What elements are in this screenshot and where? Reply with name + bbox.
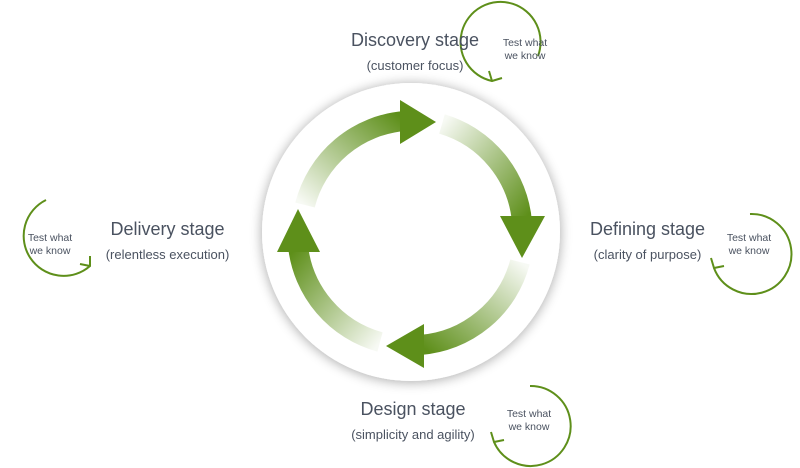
- loop-arrow-icon: [710, 212, 793, 295]
- loop-circle-defining: [713, 212, 793, 295]
- discovery-stage-label: Discovery stage (customer focus): [330, 29, 500, 75]
- loop-circle-delivery: [22, 199, 91, 277]
- defining-stage-subtitle: (clarity of purpose): [593, 247, 702, 262]
- cycle-arrows-icon: [277, 100, 545, 368]
- delivery-loop-label: Test what we know: [15, 232, 85, 258]
- cycle-arrowhead-top: [400, 100, 436, 144]
- defining-stage-title: Defining stage: [589, 219, 706, 239]
- loop-circle-discovery: [459, 0, 542, 82]
- discovery-stage-subtitle: (customer focus): [366, 58, 464, 73]
- loop-arrowhead-design: [490, 431, 505, 443]
- design-stage-title: Design stage: [360, 399, 466, 419]
- cycle-arrowhead-left: [277, 209, 320, 252]
- design-loop-line1: Test what: [506, 408, 552, 420]
- cycle-arc-right: [438, 114, 532, 224]
- design-stage-subtitle: (simplicity and agility): [351, 427, 475, 442]
- defining-stage-label: Defining stage (clarity of purpose): [580, 218, 715, 264]
- cycle-arrowhead-bottom: [386, 324, 424, 368]
- delivery-stage-title: Delivery stage: [110, 219, 225, 239]
- loop-arrow-icon: [490, 384, 572, 467]
- cycle-arc-top: [295, 111, 407, 208]
- cycle-arc-left: [288, 244, 383, 352]
- loop-arrow-icon: [22, 199, 91, 277]
- cycle-arc-bottom: [419, 259, 530, 355]
- loop-arrowhead-delivery: [79, 256, 91, 267]
- delivery-stage-subtitle: (relentless execution): [105, 247, 230, 262]
- design-loop-line2: we know: [508, 421, 550, 433]
- loop-arrowhead-discovery: [488, 70, 503, 82]
- defining-loop-line2: we know: [728, 245, 770, 257]
- cycle-arrowhead-right: [500, 216, 545, 258]
- design-loop-label: Test what we know: [494, 408, 564, 434]
- loop-circle-design: [493, 384, 572, 467]
- discovery-loop-line2: we know: [504, 50, 546, 62]
- discovery-loop-line1: Test what: [502, 37, 548, 49]
- discovery-loop-label: Test what we know: [490, 37, 560, 63]
- defining-loop-line1: Test what: [726, 232, 772, 244]
- delivery-loop-line2: we know: [29, 245, 71, 257]
- design-stage-label: Design stage (simplicity and agility): [338, 398, 488, 444]
- delivery-loop-line1: Test what: [27, 232, 73, 244]
- loop-arrowhead-defining: [710, 257, 725, 269]
- loop-arrow-icon: [459, 0, 542, 82]
- discovery-stage-title: Discovery stage: [350, 30, 480, 50]
- delivery-stage-label: Delivery stage (relentless execution): [95, 218, 240, 264]
- defining-loop-label: Test what we know: [714, 232, 784, 258]
